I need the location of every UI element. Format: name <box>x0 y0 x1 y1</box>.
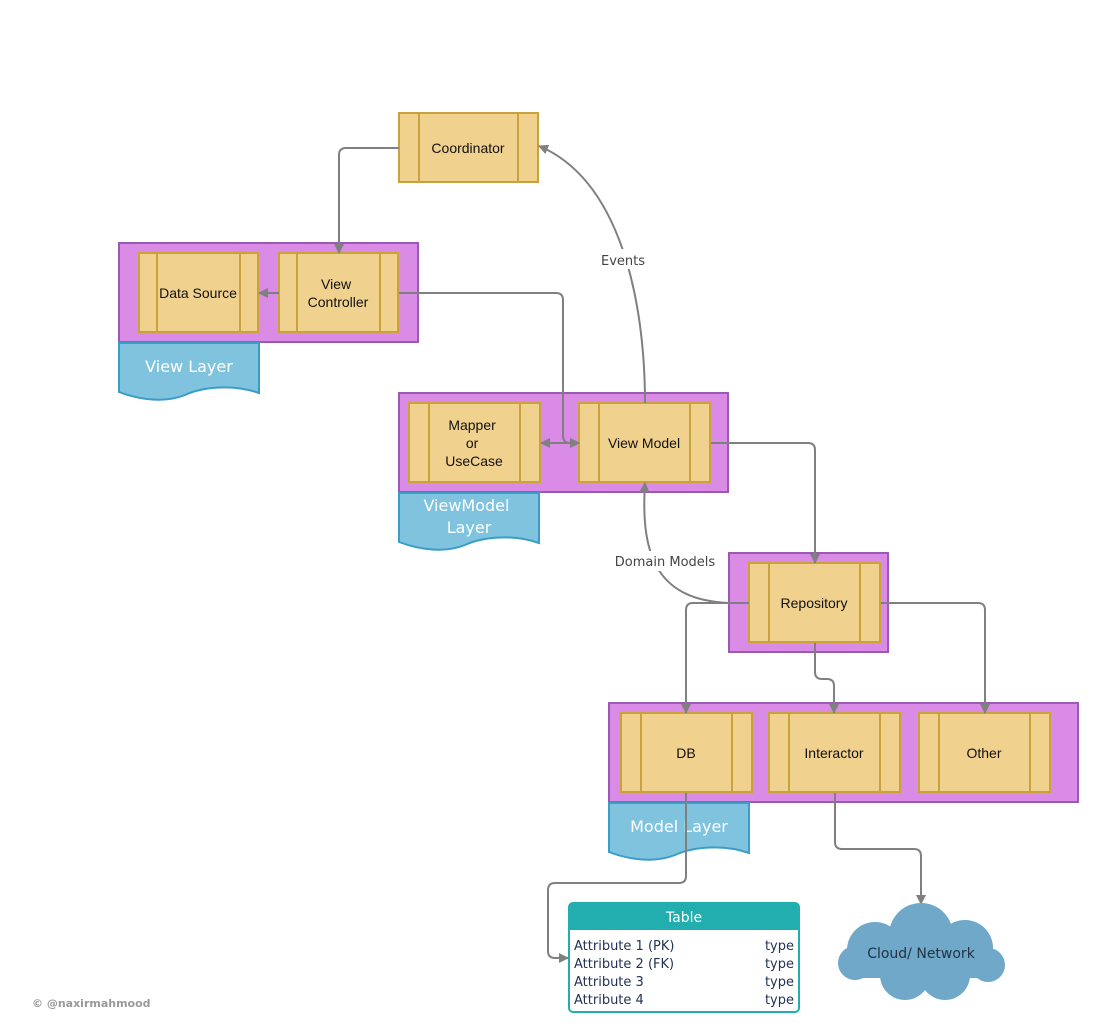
edge-repository-to-db <box>681 602 749 714</box>
viewmodel-layer-label-line1: ViewModel <box>423 496 509 515</box>
view-layer-label-shape: View Layer <box>118 342 260 401</box>
db-label: DB <box>676 745 695 761</box>
edge-repository-to-other <box>881 602 990 714</box>
model-layer-label: Model Layer <box>630 817 728 836</box>
table-row-3-name: Attribute 3 <box>574 975 644 990</box>
table-row-1-type: type <box>765 939 794 954</box>
edge-coordinator-to-view-controller <box>334 147 399 254</box>
interactor-label: Interactor <box>804 745 863 761</box>
table-entity: Table Attribute 1 (PK) type Attribute 2 … <box>568 902 800 1013</box>
viewmodel-layer-label: ViewModel Layer <box>423 496 514 537</box>
view-model-node: View Model <box>578 402 711 483</box>
table-row-1-name: Attribute 1 (PK) <box>574 939 674 954</box>
table-row-4-type: type <box>765 993 794 1008</box>
domain-models-label: Domain Models <box>615 555 716 570</box>
coordinator-node: Coordinator <box>398 112 539 183</box>
edge-interactor-to-cloud <box>834 793 926 905</box>
coordinator-label: Coordinator <box>431 140 504 156</box>
credit-text: © @naxirmahmood <box>32 997 151 1010</box>
data-source-node: Data Source <box>138 252 259 333</box>
other-node: Other <box>918 712 1051 793</box>
other-label: Other <box>966 745 1001 761</box>
table-row-4-name: Attribute 4 <box>574 993 644 1008</box>
view-controller-label: View Controller <box>308 276 369 310</box>
table-row-2-name: Attribute 2 (FK) <box>574 957 674 972</box>
edge-repository-to-interactor <box>814 643 839 714</box>
interactor-node: Interactor <box>768 712 901 793</box>
edge-db-to-table <box>547 793 687 963</box>
view-model-label: View Model <box>608 435 680 451</box>
db-node: DB <box>620 712 753 793</box>
viewmodel-layer-label-line2: Layer <box>447 518 492 537</box>
cloud-network-label: Cloud/ Network <box>867 946 976 962</box>
edge-repository-to-view-model <box>639 482 730 604</box>
mapper-node: Mapper or UseCase <box>408 402 541 483</box>
mapper-label: Mapper or UseCase <box>445 417 503 469</box>
model-layer-label-shape: Model Layer <box>608 802 750 861</box>
table-title: Table <box>665 910 702 926</box>
viewmodel-layer-label-shape: ViewModel Layer <box>398 492 540 551</box>
repository-node: Repository <box>748 562 881 643</box>
repository-label: Repository <box>781 595 848 611</box>
table-row-3-type: type <box>765 975 794 990</box>
events-label: Events <box>601 254 645 269</box>
edge-view-model-to-coordinator <box>538 144 646 404</box>
view-layer-label: View Layer <box>145 357 233 376</box>
data-source-label: Data Source <box>159 285 237 301</box>
view-controller-node: View Controller <box>278 252 399 333</box>
edge-view-model-to-repository <box>711 442 820 564</box>
table-row-2-type: type <box>765 957 794 972</box>
cloud-network-node: Cloud/ Network <box>838 903 1005 1000</box>
